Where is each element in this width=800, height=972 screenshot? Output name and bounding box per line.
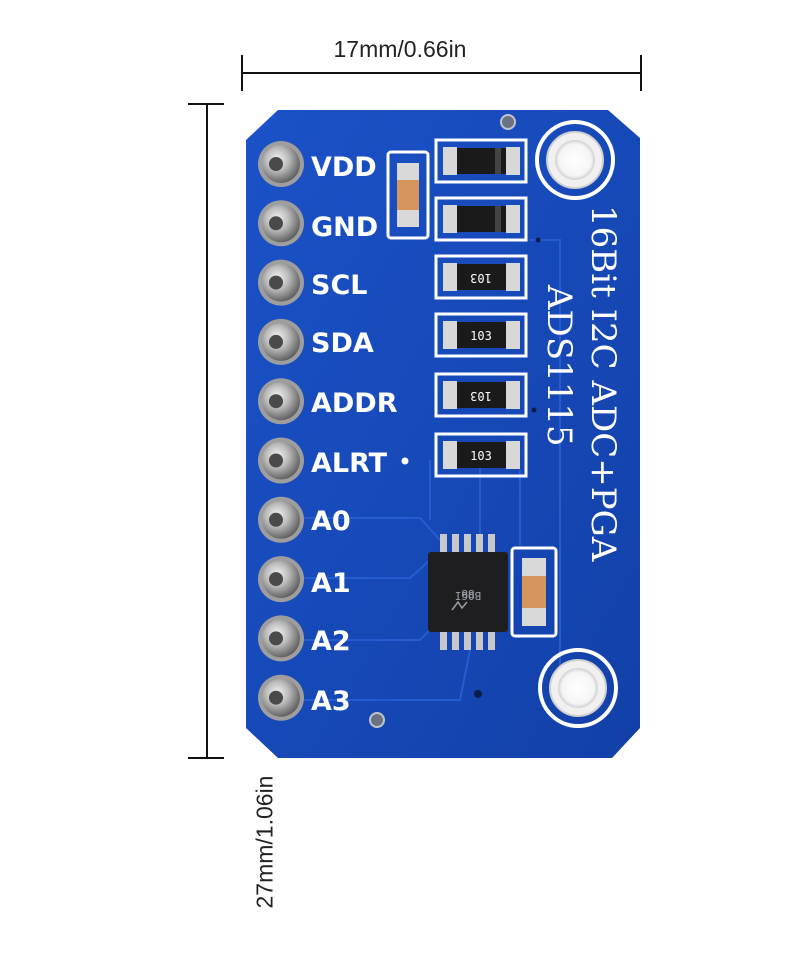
chip-marking-line1: 88 [461, 587, 474, 600]
height-dimension-tick-bottom [188, 757, 224, 759]
silkscreen-title-line2: ADS1115 [539, 284, 579, 447]
resistor-code: 103 [470, 449, 492, 463]
resistor-code: 103 [470, 389, 492, 403]
width-dimension-line [242, 72, 642, 74]
header-pin [258, 674, 304, 721]
pin-label: ALRT [311, 448, 388, 479]
smd-component-2 [434, 196, 528, 242]
mounting-hole-top [535, 120, 615, 200]
header-pin [258, 615, 304, 662]
capacitor-left [386, 150, 430, 240]
pin-label: A3 [311, 686, 351, 717]
capacitor-right [510, 546, 558, 638]
chip-marking-line2: BOGI [455, 589, 482, 602]
header-pin [258, 141, 304, 187]
smd-component-1 [434, 138, 528, 184]
via-bottom [369, 712, 385, 728]
header-pin [258, 496, 304, 543]
ads1115-board-photo: VDD GND SCL SDA ADDR ALRT A0 A1 A2 A3 [246, 110, 640, 758]
resistor-3: 103 [434, 372, 528, 418]
resistor-code: 103 [470, 329, 492, 343]
via-top [500, 114, 516, 130]
alrt-dot [401, 457, 409, 465]
pin-label: SDA [311, 328, 374, 359]
height-dimension-line [206, 104, 208, 759]
pin-label: A1 [311, 568, 351, 599]
pin-label: A2 [311, 626, 351, 657]
pin-label: VDD [311, 152, 377, 183]
resistor-4: 103 [434, 432, 528, 478]
pin-label: SCL [311, 270, 367, 301]
header-pin [258, 437, 304, 484]
resistor-code: 103 [470, 271, 492, 285]
header-pin [258, 378, 304, 425]
silkscreen-model-group: ADS1115 [539, 284, 579, 447]
pin-label: GND [311, 212, 378, 243]
via-tiny-1 [535, 237, 541, 243]
header-pin [258, 556, 304, 603]
pin-label: ADDR [311, 388, 398, 419]
width-dimension-tick-left [241, 55, 243, 91]
ads1115-chip: 88 BOGI [428, 534, 508, 650]
header-pin [258, 318, 304, 365]
ti-logo-icon [451, 600, 468, 611]
via-small [474, 690, 482, 698]
header-pin [258, 259, 304, 306]
height-dimension-tick-top [188, 103, 224, 105]
resistor-1: 103 [434, 254, 528, 300]
resistor-2: 103 [434, 312, 528, 358]
header-pins [258, 141, 304, 721]
silkscreen-title-line1: 16Bit I2C ADC+PGA [583, 205, 623, 562]
width-dimension-label: 17mm/0.66in [333, 36, 467, 62]
pin-label: A0 [311, 506, 351, 537]
header-pin [258, 200, 304, 247]
via-tiny-2 [531, 407, 537, 413]
width-dimension-tick-right [640, 55, 642, 91]
silkscreen-title-group: 16Bit I2C ADC+PGA [583, 205, 623, 562]
pin-labels: VDD GND SCL SDA ADDR ALRT A0 A1 A2 A3 [311, 152, 398, 717]
mounting-hole-bottom [538, 648, 618, 728]
